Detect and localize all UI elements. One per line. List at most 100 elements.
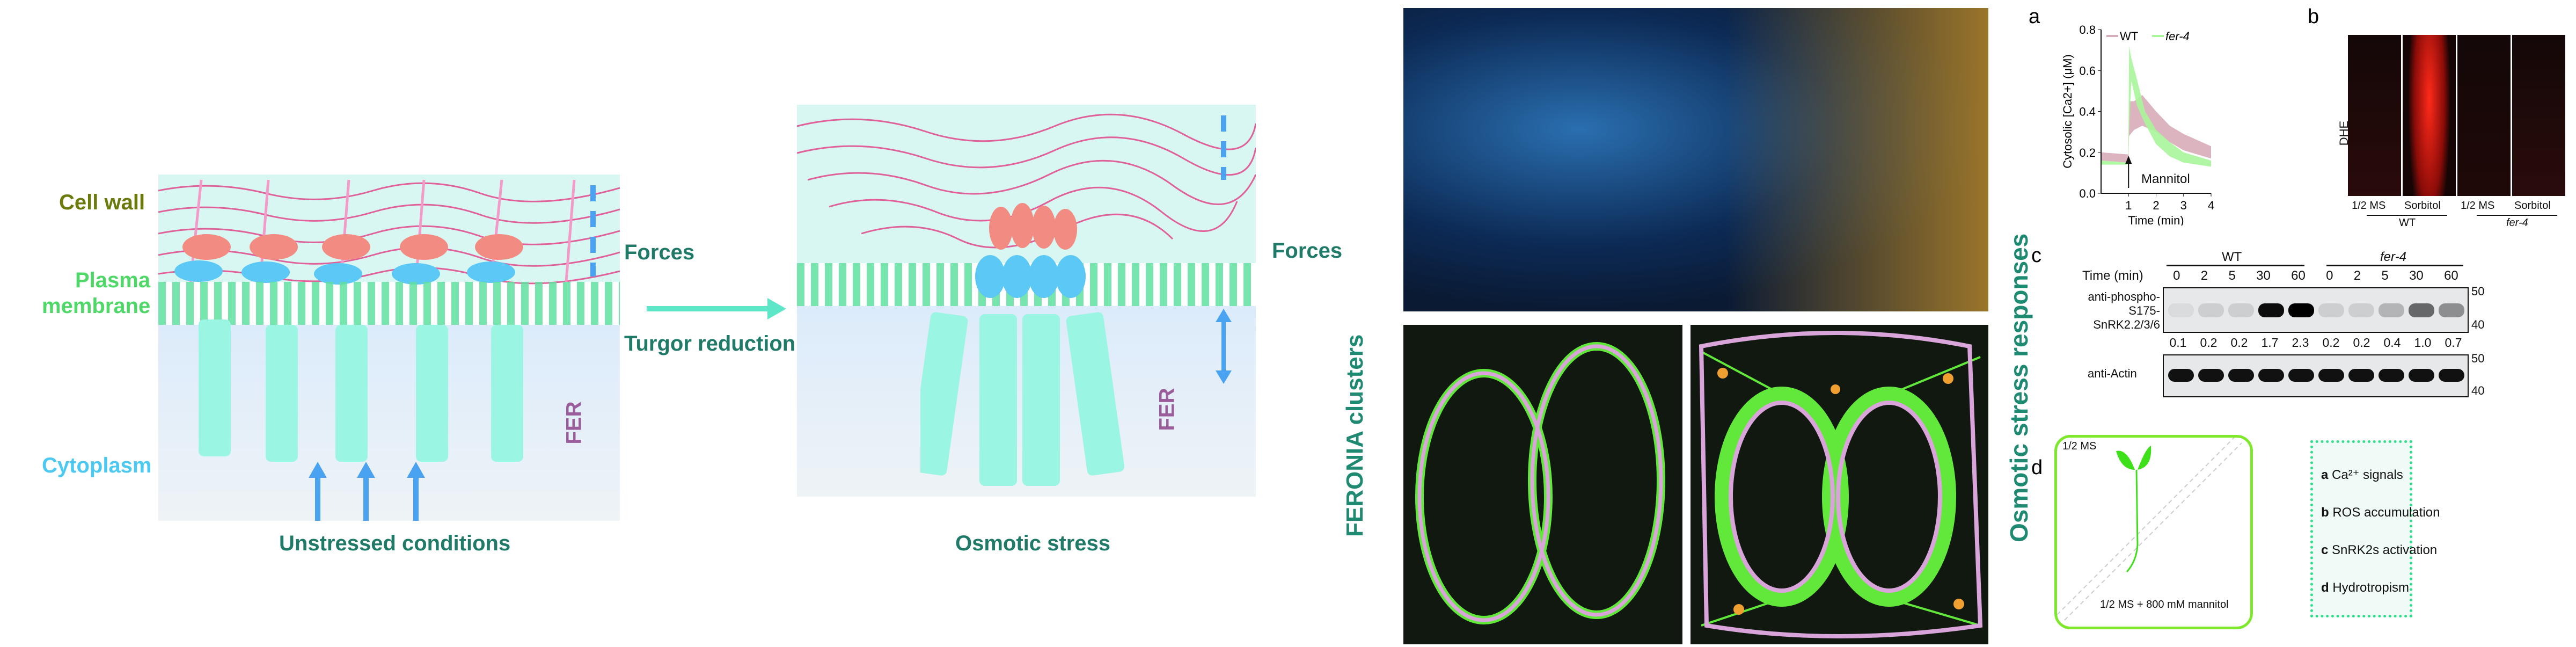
forces-label-middle: Forces — [1272, 239, 1343, 263]
time-point: 5 — [2228, 268, 2236, 283]
quant-value: 1.0 — [2414, 336, 2432, 350]
time-point: 60 — [2291, 268, 2306, 283]
cell-outline-drawing-left — [1403, 325, 1682, 644]
panel-a-letter: a — [2029, 5, 2040, 28]
series-band-fer-4 — [2101, 46, 2211, 167]
y-tick-label: 0.0 — [2079, 187, 2096, 200]
panel-c-letter: c — [2031, 244, 2041, 267]
blot-band — [2228, 303, 2254, 317]
unstressed-caption: Unstressed conditions — [279, 532, 511, 555]
legend-label: WT — [2120, 30, 2138, 43]
legend-item: d Hydrotropism — [2321, 569, 2440, 607]
legend-key: a — [2321, 468, 2329, 482]
marker-40: 40 — [2471, 384, 2485, 397]
x-axis-label: Time (min) — [2128, 214, 2184, 226]
dhe-image-wt-ms — [2348, 35, 2401, 196]
dhe-image-strip — [2348, 35, 2565, 196]
y-tick-label: 0.8 — [2079, 23, 2096, 37]
x-tick-label: 4 — [2208, 199, 2214, 212]
marker-40: 40 — [2471, 318, 2485, 331]
label-line: anti-phospho- — [2088, 290, 2160, 303]
actin-band — [2228, 369, 2254, 382]
legend-text: SnRK2s activation — [2332, 543, 2438, 557]
cell-wall-region — [158, 175, 620, 282]
upward-turgor-arrows — [309, 462, 425, 521]
quant-value: 1.7 — [2261, 336, 2279, 350]
blot-band — [2198, 303, 2224, 317]
fer-kinase-domain — [335, 325, 368, 462]
blot-band — [2318, 303, 2344, 317]
time-point: 5 — [2381, 268, 2389, 283]
time-point: 0 — [2173, 268, 2180, 283]
response-legend-list: a Ca²⁺ signals b ROS accumulation c SnRK… — [2321, 456, 2440, 607]
lane-label: 1/2 MS — [2461, 200, 2495, 212]
osmotic-stress-responses-label: Osmotic stress responses — [2005, 233, 2033, 542]
blot-band — [2288, 303, 2314, 317]
group-label-wt: WT — [2399, 217, 2416, 229]
quant-value: 2.3 — [2292, 336, 2309, 350]
x-tick-label: 1 — [2125, 199, 2132, 212]
series-band-WT — [2101, 95, 2211, 163]
quant-value: 0.2 — [2322, 336, 2340, 350]
fer-kinase-domain — [491, 325, 523, 462]
fer-label: FER — [562, 401, 586, 445]
legend-key: c — [2321, 543, 2329, 557]
cytoplasm-label: Cytoplasm — [42, 454, 152, 477]
legend-item: c SnRK2s activation — [2321, 532, 2440, 569]
group-label-fer4: fer-4 — [2506, 217, 2528, 229]
quant-value: 0.4 — [2383, 336, 2401, 350]
blot-band — [2348, 303, 2374, 317]
actin-band — [2439, 369, 2464, 382]
fer-kinase-cluster — [920, 312, 1124, 486]
actin-band — [2288, 369, 2314, 382]
seedling-illustration — [2057, 438, 2242, 621]
hydrotropism-plate: 1/2 MS 1/2 MS + 800 mM mannitol — [2054, 435, 2253, 629]
actin-band — [2258, 369, 2284, 382]
blot-band — [2379, 303, 2404, 317]
blot-group-fer4: fer-4 — [2380, 250, 2406, 264]
legend-text: ROS accumulation — [2332, 505, 2440, 520]
legend-text: Ca²⁺ signals — [2332, 468, 2403, 482]
actin-band — [2348, 369, 2374, 382]
time-point: 60 — [2444, 268, 2458, 283]
fer-kinase-domain — [199, 319, 231, 456]
y-tick-label: 0.4 — [2079, 105, 2096, 119]
cytoplasm-region — [158, 325, 620, 521]
actin-band — [2379, 369, 2404, 382]
lane-label: Sorbitol — [2404, 200, 2441, 212]
legend-key: d — [2321, 580, 2329, 595]
time-point: 2 — [2200, 268, 2208, 283]
fer-kinase-domain — [416, 325, 448, 462]
group-underline — [2167, 265, 2304, 266]
blot-band — [2168, 303, 2194, 317]
cell-wall-label: Cell wall — [59, 191, 145, 214]
legend-item: a Ca²⁺ signals — [2321, 456, 2440, 494]
double-arrow-icon — [1216, 309, 1232, 384]
quant-value: 0.1 — [2169, 336, 2187, 350]
lane-label: Sorbitol — [2514, 200, 2551, 212]
actin-antibody-label: anti-Actin — [2088, 367, 2137, 380]
legend-key: b — [2321, 505, 2329, 520]
actin-band — [2168, 369, 2194, 382]
cell-wall-fibers — [158, 179, 620, 285]
dhe-image-fer4-sorbitol — [2512, 35, 2565, 196]
quant-value: 0.7 — [2445, 336, 2462, 350]
panel-d-letter: d — [2031, 456, 2043, 479]
plasma-label: Plasma — [75, 268, 151, 292]
y-tick-label: 0.6 — [2079, 64, 2096, 77]
legend-text: Hydrotropism — [2332, 580, 2410, 595]
unstressed-cell-diagram: FER — [158, 175, 620, 521]
x-tick-label: 3 — [2180, 199, 2187, 212]
group-underline — [2326, 265, 2463, 266]
feronia-fluorescence-micrograph — [1403, 8, 1988, 311]
phospho-antibody-label: anti-phospho-S175-SnRK2.2/3/6 — [2063, 290, 2160, 332]
mannitol-arrowhead — [2125, 156, 2132, 164]
y-axis-label: Cytosolic [Ca2+] (μM) — [2061, 54, 2074, 169]
quant-value: 0.2 — [2200, 336, 2218, 350]
micrograph-gold-region — [1725, 8, 1988, 311]
dhe-image-wt-sorbitol — [2403, 35, 2456, 196]
blot-band — [2258, 303, 2284, 317]
group-underline — [2477, 215, 2557, 216]
mannitol-annotation: Mannitol — [2141, 172, 2190, 186]
